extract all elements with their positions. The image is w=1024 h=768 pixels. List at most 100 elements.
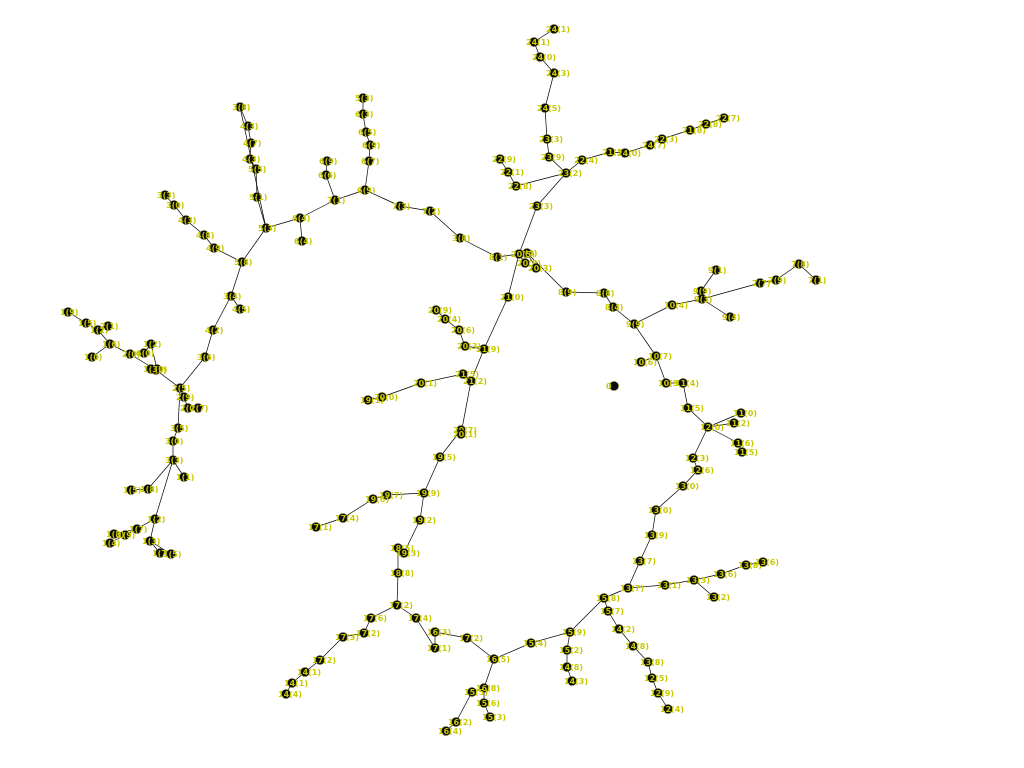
node-label: 1(2) [143, 340, 161, 349]
node-dot [647, 673, 657, 683]
node-dot [532, 201, 542, 211]
graph-node: 22(7) [716, 113, 740, 123]
graph-node: 7(7) [752, 278, 770, 288]
node-dot [361, 127, 371, 137]
graph-node: 7(3) [392, 201, 410, 211]
graph-node: 15(8) [596, 593, 620, 603]
graph-edge [381, 382, 422, 398]
graph-node: 19(2) [412, 515, 436, 525]
node-dot [542, 134, 552, 144]
node-dot [145, 536, 155, 546]
node-dot [599, 288, 609, 298]
graph-node: 21(8) [682, 125, 706, 135]
node-dot [701, 119, 711, 129]
node-dot [435, 452, 445, 462]
graph-node: 16(3) [427, 627, 451, 637]
graph-node: 1(3) [143, 364, 161, 374]
graph-node: 17(3) [335, 632, 359, 642]
graph-edge [256, 196, 267, 229]
graph-edge [403, 519, 421, 554]
node-label: 3(0) [166, 201, 184, 210]
graph-edge [213, 247, 243, 263]
graph-node: 23(9) [541, 152, 565, 162]
graph-node: 6(3) [355, 109, 373, 119]
graph-node: 24(5) [537, 103, 561, 113]
graph-node: 6(9) [362, 140, 380, 150]
graph-node: 12(4) [660, 704, 684, 714]
node-dot [358, 109, 368, 119]
node-label: 12(6) [690, 466, 714, 475]
node-label: 3(5) [170, 424, 188, 433]
graph-node: 6(9) [357, 185, 375, 195]
node-dot [125, 349, 135, 359]
node-dot [63, 307, 73, 317]
graph-node: 15(3) [482, 712, 506, 722]
node-dot [657, 134, 667, 144]
node-label: 7(3) [392, 202, 410, 211]
node-label: 24(5) [537, 104, 561, 113]
graph-node: 9(1) [708, 265, 726, 275]
node-dot [322, 156, 332, 166]
node-label: 1(2) [147, 515, 165, 524]
node-dot [338, 513, 348, 523]
node-label: 13(0) [675, 482, 699, 491]
graph-node: 22(3) [654, 134, 678, 144]
graph-edge [627, 584, 666, 589]
node-dot [425, 206, 435, 216]
node-label: 16(3) [427, 628, 451, 637]
node-label: 3(8) [452, 234, 470, 243]
node-label: 17(2) [312, 656, 336, 665]
node-dot [685, 125, 695, 135]
node-dot [377, 392, 387, 402]
node-label: 17(6) [363, 614, 387, 623]
node-label: 23(3) [539, 135, 563, 144]
node-label: 1(6) [102, 340, 120, 349]
node-dot [503, 292, 513, 302]
node-label: 20(5) [511, 250, 535, 259]
graph-node: 8(4) [605, 302, 623, 312]
graph-node: 24(0) [532, 52, 556, 62]
graph-node: 4(3) [240, 121, 258, 131]
graph-node: 15(5) [464, 687, 488, 697]
node-dot [179, 472, 189, 482]
node-dot [441, 726, 451, 736]
node-dot [120, 530, 130, 540]
graph-edge [370, 604, 398, 619]
graph-node: 1(6) [102, 339, 120, 349]
node-dot [719, 113, 729, 123]
graph-node: 6(6) [318, 170, 336, 180]
graph-node: 1(2) [147, 514, 165, 524]
node-dot [193, 403, 203, 413]
graph-node: 15(2) [559, 645, 583, 655]
node-dot [252, 192, 262, 202]
graph-edge [241, 227, 267, 263]
graph-edge [455, 691, 473, 723]
graph-node: 19(3) [396, 548, 420, 558]
graph-node: 3(0) [165, 436, 183, 446]
graph-node: 2(1) [100, 321, 118, 331]
graph-edge [466, 637, 495, 660]
node-label: 5(3) [258, 224, 276, 233]
graph-node: 9(4) [722, 312, 740, 322]
node-dot [143, 484, 153, 494]
node-label: 11(2) [726, 419, 750, 428]
node-dot [623, 583, 633, 593]
graph-node: 12(5) [644, 673, 668, 683]
node-dot [173, 423, 183, 433]
graph-node: 17(2) [459, 633, 483, 643]
node-dot [467, 687, 477, 697]
graph-node: 15(4) [523, 638, 547, 648]
node-dot [455, 233, 465, 243]
graph-edge [147, 459, 174, 490]
node-dot [794, 259, 804, 269]
node-label: 8(4) [605, 303, 623, 312]
node-label: 9(9) [693, 287, 711, 296]
graph-node: 10(4) [664, 300, 688, 310]
node-dot [160, 190, 170, 200]
node-dot [651, 505, 661, 515]
graph-node: 21(9) [476, 344, 500, 354]
node-label: 14(3) [564, 677, 588, 686]
node-dot [540, 103, 550, 113]
node-dot [150, 514, 160, 524]
node-label: 11(6) [730, 439, 754, 448]
